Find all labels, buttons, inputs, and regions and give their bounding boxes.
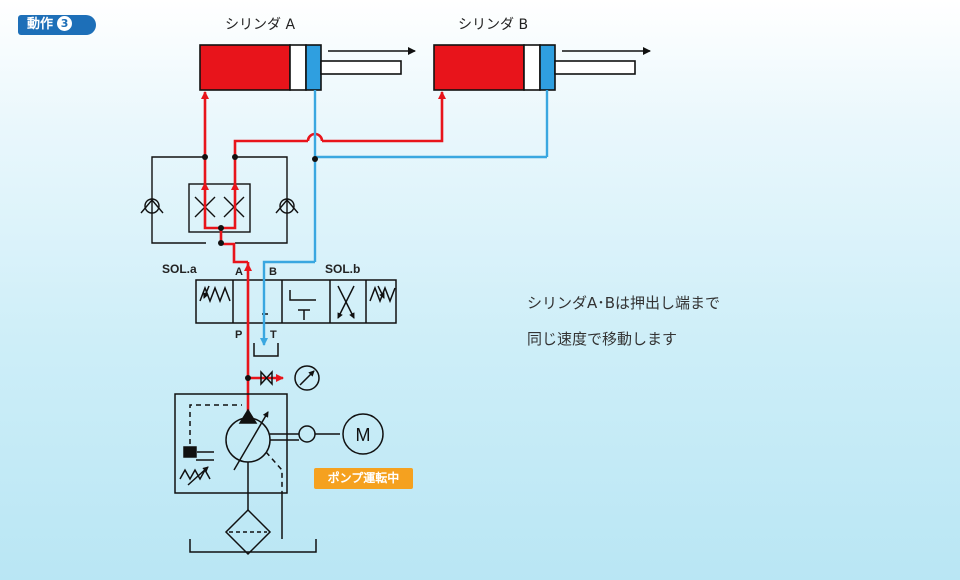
flow-divider-block: [140, 156, 299, 244]
description-line-1: シリンダA･Bは押出し端まで: [527, 294, 721, 312]
step-number: 3: [57, 16, 73, 31]
description-line-2: 同じ速度で移動します: [527, 330, 678, 348]
step-badge-label: 動作: [27, 17, 54, 32]
directional-control-valve: [195, 279, 397, 324]
port-a-label: A: [235, 266, 243, 278]
port-b-label: B: [269, 266, 277, 278]
cylinder-b-label: シリンダ B: [458, 17, 529, 33]
pressure-gauge: [260, 365, 320, 391]
cylinder-b: [433, 44, 651, 91]
port-t-label: T: [270, 329, 277, 341]
pump-unit: [174, 393, 384, 494]
cylinder-a: [199, 44, 416, 91]
filter-and-reservoir: [189, 493, 317, 556]
pump-running-tag: ポンプ運転中: [314, 468, 413, 489]
solenoid-a-label: SOL.a: [162, 262, 197, 276]
port-p-label: P: [235, 329, 243, 341]
return-lines: [260, 90, 549, 346]
tank-return-symbol: [253, 343, 279, 357]
pressure-lines: [201, 91, 446, 418]
motor-symbol: M: [356, 425, 371, 445]
solenoid-b-label: SOL.b: [325, 262, 361, 276]
junction-dots: [202, 154, 318, 381]
cylinder-a-label: シリンダ A: [225, 17, 296, 33]
